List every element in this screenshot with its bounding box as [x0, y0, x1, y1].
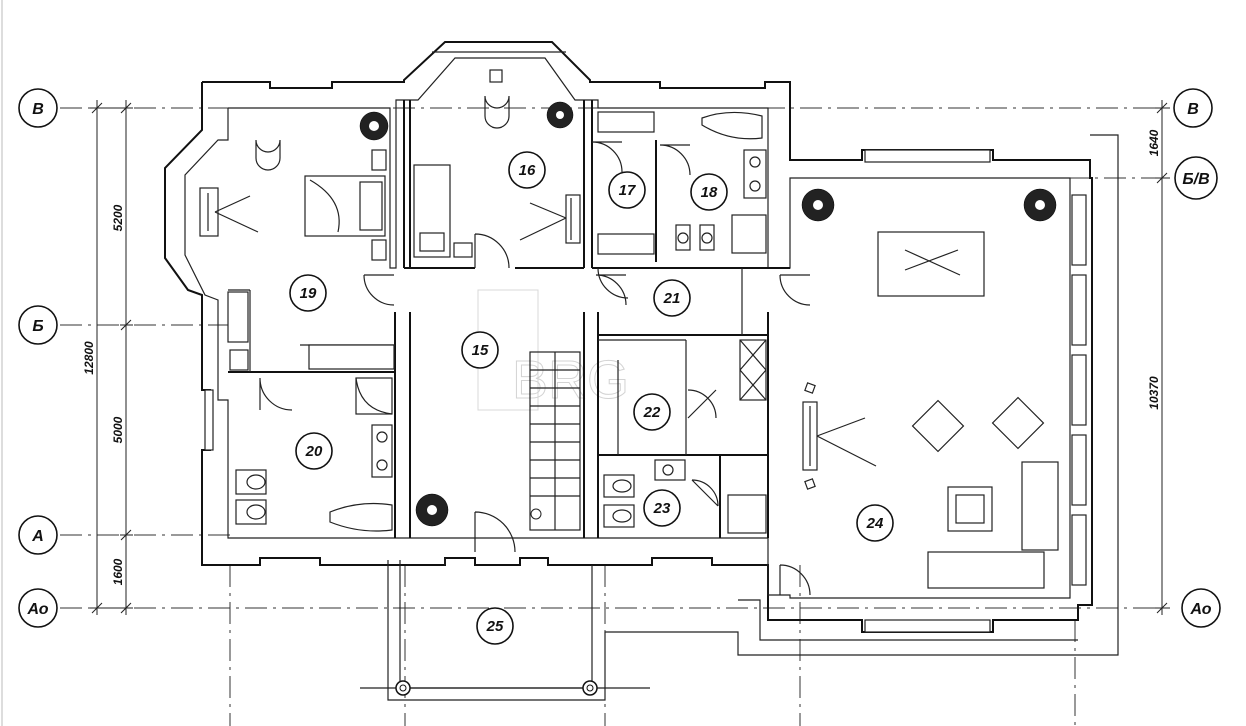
dim-left-seg-2: 5000 [111, 416, 125, 443]
axis-bubble-a0-right [1181, 588, 1221, 628]
room-label-16: 16 [519, 162, 536, 179]
plant-icon [546, 101, 574, 129]
plants [359, 101, 1057, 527]
room-label-20: 20 [305, 443, 323, 460]
room-label-17: 17 [619, 182, 636, 199]
room-bubble-25 [476, 607, 514, 645]
watermark-text: BRG [512, 350, 629, 410]
room-label-23: 23 [653, 500, 671, 517]
axis-label-a: А [31, 528, 44, 545]
interior-walls [228, 100, 790, 538]
axis-bubble-v [18, 88, 58, 128]
room-label-15: 15 [472, 342, 489, 359]
billiard-table [877, 231, 985, 297]
dim-left-total: 12800 [82, 341, 96, 375]
plant-icon [801, 188, 835, 222]
axis-bubbles: В Б А Ао В Б/В Ао [18, 88, 1221, 628]
room-label-22: 22 [643, 404, 661, 421]
axis-bubble-v-right [1173, 88, 1213, 128]
watermark: BRG [477, 289, 630, 411]
dim-right-main: 10370 [1147, 376, 1161, 410]
room-bubble-16 [508, 151, 546, 189]
axis-label-a0-right: Ао [1190, 601, 1212, 618]
axis-bubble-a0 [18, 588, 58, 628]
axis-label-bv-right: Б/В [1182, 171, 1209, 188]
room-bubble-21 [653, 279, 691, 317]
plant-icon [1023, 188, 1057, 222]
sofa-right [1021, 461, 1059, 551]
room-bubble-24 [856, 504, 894, 542]
room-label-18: 18 [701, 184, 718, 201]
room-bubble-23 [643, 489, 681, 527]
dim-right-top: 1640 [1147, 129, 1161, 156]
dim-left-seg-3: 1600 [111, 558, 125, 585]
room-bubble-18 [690, 173, 728, 211]
right-dimensions: 1640 10370 [1147, 100, 1170, 615]
room-bubble-20 [295, 432, 333, 470]
sofa-bottom [927, 551, 1045, 589]
axis-label-v: В [32, 101, 44, 118]
axis-label-v-right: В [1187, 101, 1199, 118]
dim-left-seg-1: 5200 [111, 204, 125, 231]
room-label-19: 19 [300, 285, 317, 302]
room-labels: 15 16 17 18 19 20 21 22 23 24 25 [289, 151, 894, 645]
room-bubble-17 [608, 171, 646, 209]
outer-slabs [360, 51, 1119, 701]
room-label-25: 25 [486, 618, 504, 635]
axis-label-a0: Ао [27, 601, 49, 618]
exterior-walls [164, 41, 1093, 633]
doors [259, 141, 811, 596]
axis-bubble-b [18, 305, 58, 345]
axis-bubble-a [18, 515, 58, 555]
fixtures [199, 69, 1059, 589]
left-dimensions: 12800 5200 5000 1600 [82, 100, 133, 615]
stair [529, 351, 581, 531]
plant-icon [359, 111, 389, 141]
axis-bubble-bv-right [1174, 156, 1218, 200]
windows [204, 111, 1087, 633]
room-bubble-15 [461, 331, 499, 369]
room-bubble-19 [289, 274, 327, 312]
plant-icon [415, 493, 449, 527]
axis-label-b: Б [32, 318, 43, 335]
room-bubble-22 [633, 393, 671, 431]
room-label-21: 21 [663, 290, 681, 307]
room-label-24: 24 [866, 515, 884, 532]
